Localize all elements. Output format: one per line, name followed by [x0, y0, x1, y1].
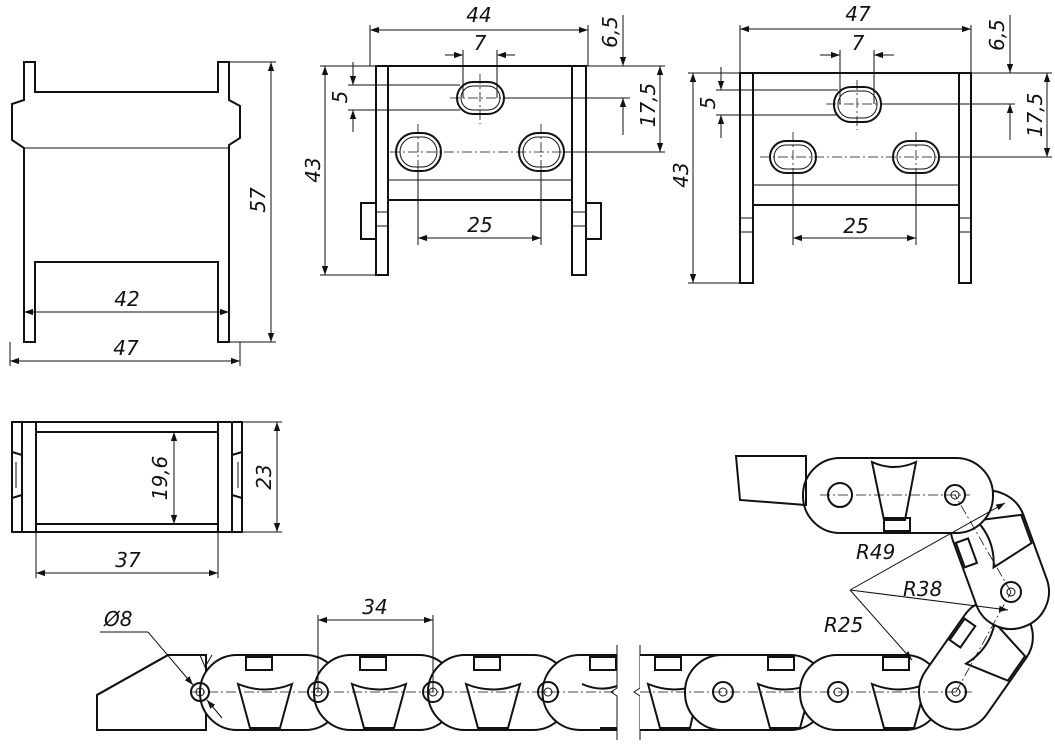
- dim-view2-slot-width: 7: [474, 31, 487, 55]
- dim-view3-height: 43: [669, 162, 693, 187]
- dim-section-inner-height: 19,6: [148, 456, 172, 501]
- dim-radius-medium: R38: [903, 577, 942, 601]
- view-end-link-front: 47 7 5 43 25 6,5 17,5: [669, 2, 1052, 284]
- dim-radius-small: R25: [824, 613, 863, 637]
- dim-view2-top-offset: 6,5: [598, 16, 622, 48]
- view-link-side: 42 47 57: [9, 61, 276, 366]
- dim-pitch: 34: [362, 595, 387, 619]
- dim-view2-width: 44: [466, 3, 491, 27]
- dim-view2-height: 43: [301, 157, 325, 182]
- dim-view1-height: 57: [246, 187, 270, 213]
- dim-view3-width: 47: [845, 2, 871, 26]
- dim-radius-large: R49: [856, 540, 895, 564]
- dim-view1-inner-width: 42: [114, 287, 139, 311]
- view-cross-section: 19,6 23 37: [11, 421, 282, 578]
- dim-section-outer-height: 23: [252, 464, 276, 489]
- dim-view2-hole-spacing: 25: [467, 213, 492, 237]
- dim-view3-slot-width: 7: [852, 31, 865, 55]
- dim-view3-hole-spacing: 25: [843, 214, 868, 238]
- view-chain-assembly: 34 Ø8 R49 R38 R25: [96, 455, 1050, 740]
- dim-section-width: 37: [115, 548, 141, 572]
- view-link-front: 44 7 5 43 25 6,5 17,5: [301, 3, 665, 276]
- dim-pin-diameter: Ø8: [103, 607, 132, 631]
- dim-view3-top-offset: 6,5: [985, 19, 1009, 51]
- dim-view3-hole-offset: 17,5: [1023, 93, 1047, 138]
- dim-view1-outer-width: 47: [113, 336, 139, 360]
- dim-view3-slot-height: 5: [696, 97, 720, 110]
- dim-view2-slot-height: 5: [328, 91, 352, 104]
- dim-view2-hole-offset: 17,5: [636, 83, 660, 128]
